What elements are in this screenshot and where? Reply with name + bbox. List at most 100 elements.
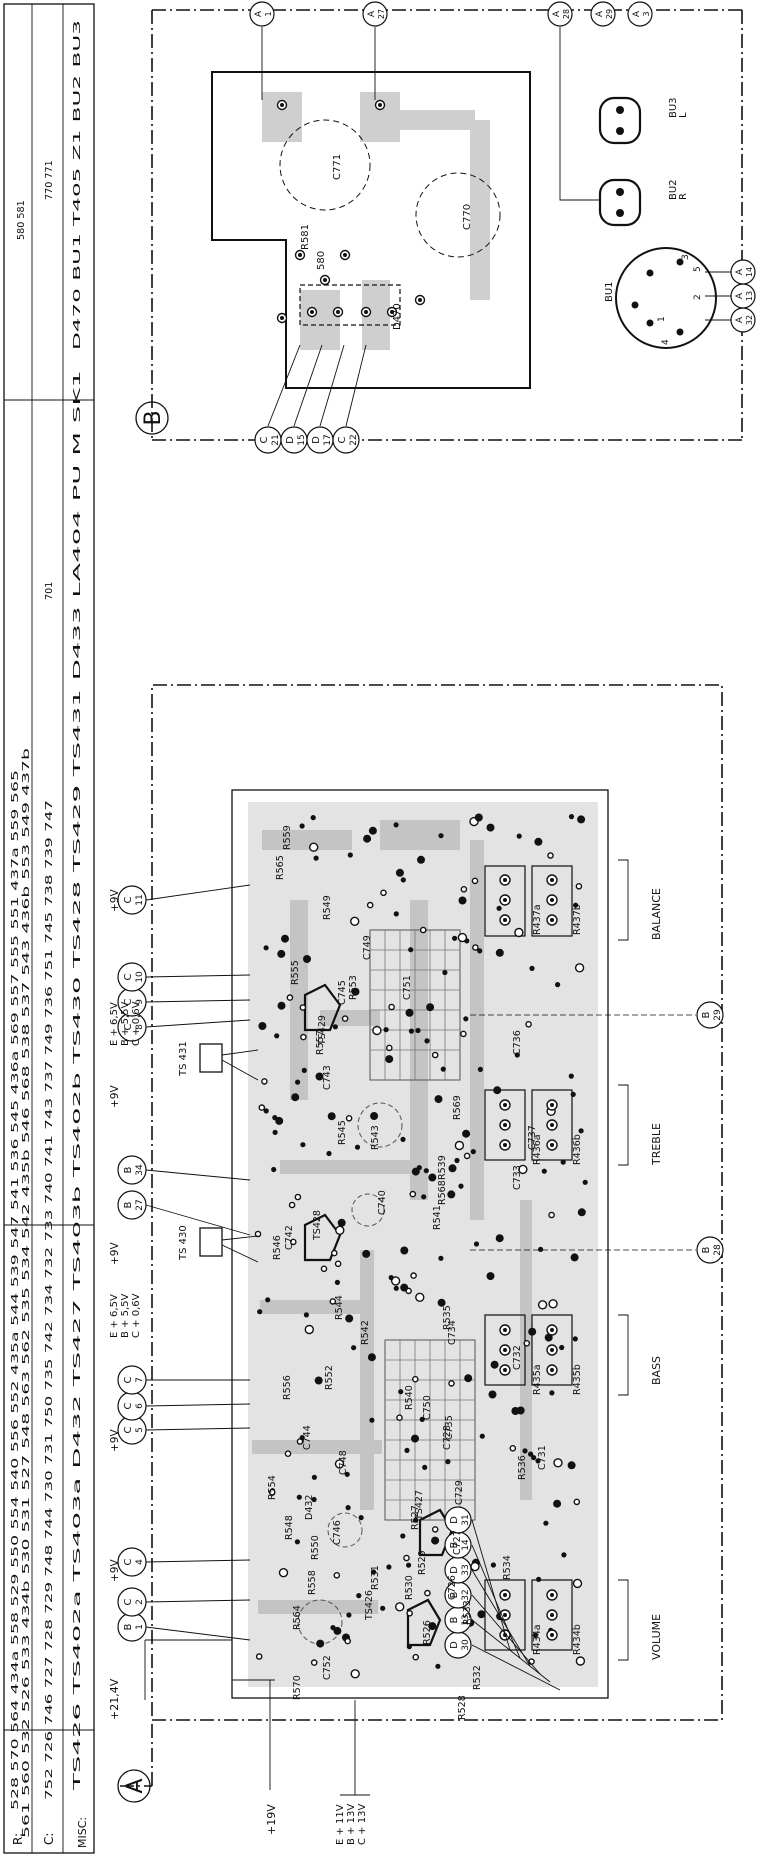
solder-pad: [431, 1526, 439, 1533]
part-label-r570: R570: [292, 1675, 303, 1700]
svg-text:R546: R546: [272, 1235, 283, 1260]
solder-pad: [400, 1136, 406, 1142]
svg-text:32: 32: [745, 315, 754, 325]
solder-pad: [327, 1112, 336, 1121]
part-label-ts429: TS429: [317, 1015, 328, 1046]
svg-text:5: 5: [135, 1427, 145, 1433]
svg-text:B + 13V: B + 13V: [346, 1804, 357, 1845]
part-label-r437b: R437b: [572, 904, 583, 935]
part-label-c742: C742: [284, 1225, 295, 1250]
part-label-c751: C751: [402, 975, 413, 1000]
svg-text:C736: C736: [512, 1030, 523, 1055]
solder-pad: [390, 1276, 401, 1286]
solder-pad: [314, 1376, 323, 1385]
svg-text:B: B: [123, 1201, 134, 1208]
svg-text:TS428: TS428: [312, 1210, 323, 1241]
table-misc-line2: D470 BU1 T405 Z1 BU2 BU3: [72, 20, 83, 350]
solder-pad: [316, 1639, 325, 1648]
solder-pad: [568, 814, 575, 820]
pot-pad-hole: [550, 1103, 554, 1107]
table-row-label-misc: MISC:: [76, 1817, 89, 1848]
solder-pad: [422, 1464, 428, 1470]
solder-pad: [538, 1246, 544, 1252]
solder-pad: [470, 1561, 480, 1572]
solder-pad: [553, 1458, 563, 1468]
svg-text:BU3: BU3: [668, 97, 679, 118]
solder-pad: [561, 1552, 567, 1558]
solder-pad-hole: [280, 316, 284, 320]
solder-pad: [518, 1164, 528, 1175]
solder-pad: [522, 1448, 528, 1454]
svg-text:C731: C731: [537, 1445, 548, 1470]
svg-text:TS 431: TS 431: [178, 1041, 189, 1077]
solder-pad: [463, 1152, 471, 1160]
solder-pad: [333, 1572, 341, 1579]
svg-text:4: 4: [135, 1559, 145, 1565]
solder-pad: [445, 1459, 451, 1465]
solder-pad: [368, 826, 377, 835]
solder-pad: [309, 842, 319, 852]
svg-text:C: C: [123, 896, 134, 903]
part-label-b-r581: R581: [300, 224, 311, 250]
svg-text:+9V: +9V: [109, 1085, 121, 1108]
svg-text:B: B: [123, 1166, 134, 1173]
label-bass: BASS: [650, 1356, 663, 1385]
svg-text:1: 1: [657, 316, 667, 322]
pcb-traces: [252, 820, 532, 1614]
solder-pad: [272, 1129, 278, 1135]
svg-text:R534: R534: [502, 1555, 513, 1580]
solder-pad: [304, 1324, 314, 1335]
part-label-c726: C726: [447, 1575, 458, 1600]
part-label-c731: C731: [537, 1445, 548, 1470]
svg-text:14: 14: [745, 267, 754, 277]
svg-text:R530: R530: [404, 1575, 415, 1600]
solder-pad: [299, 823, 305, 829]
control-labels: VOLUME BASS TREBLE BALANCE: [618, 859, 663, 1661]
solder-pad: [572, 1578, 583, 1589]
svg-text:28: 28: [562, 9, 571, 19]
solder-pad: [426, 1003, 435, 1012]
solder-pad: [372, 1025, 382, 1036]
part-label-r541: R541: [432, 1205, 443, 1230]
svg-text:R: R: [678, 193, 689, 200]
solder-pad: [460, 886, 468, 893]
socket-bu3: BU3 L: [598, 96, 689, 145]
svg-text:C: C: [123, 1402, 134, 1409]
svg-text:R434b: R434b: [572, 1624, 583, 1655]
svg-text:R556: R556: [282, 1375, 293, 1400]
solder-pad: [311, 1496, 317, 1503]
part-label-c736: C736: [512, 1030, 523, 1055]
svg-text:+9V: +9V: [109, 1559, 121, 1582]
part-label-b-c771: C771: [332, 154, 343, 180]
svg-text:B: B: [449, 1541, 460, 1548]
solder-pad: [332, 1024, 338, 1030]
solder-pad: [275, 1116, 284, 1125]
svg-text:C742: C742: [284, 1225, 295, 1250]
pot-pad-hole: [550, 1613, 554, 1617]
solder-pad-hole: [390, 310, 394, 314]
svg-text:C746: C746: [332, 1520, 343, 1545]
svg-text:A: A: [254, 10, 264, 17]
part-label-c728: C728: [442, 1425, 453, 1450]
solder-pad: [435, 1663, 441, 1669]
part-label-c737: C737: [527, 1125, 538, 1150]
svg-text:R557: R557: [315, 1030, 326, 1055]
solder-pad: [560, 1159, 566, 1165]
solder-pad: [477, 948, 483, 954]
solder-pad: [532, 1632, 538, 1638]
part-label-r532: R532: [472, 1665, 483, 1690]
solder-pad: [411, 1375, 419, 1383]
solder-pad: [548, 1211, 555, 1219]
svg-text:D432: D432: [304, 1495, 315, 1520]
part-label-b-c770: C770: [462, 204, 473, 230]
part-label-r554: R554: [267, 1475, 278, 1500]
part-label-r527: R527: [410, 1505, 421, 1530]
solder-pad: [528, 1327, 537, 1336]
solder-pad: [303, 955, 311, 963]
solder-pad: [458, 896, 467, 905]
